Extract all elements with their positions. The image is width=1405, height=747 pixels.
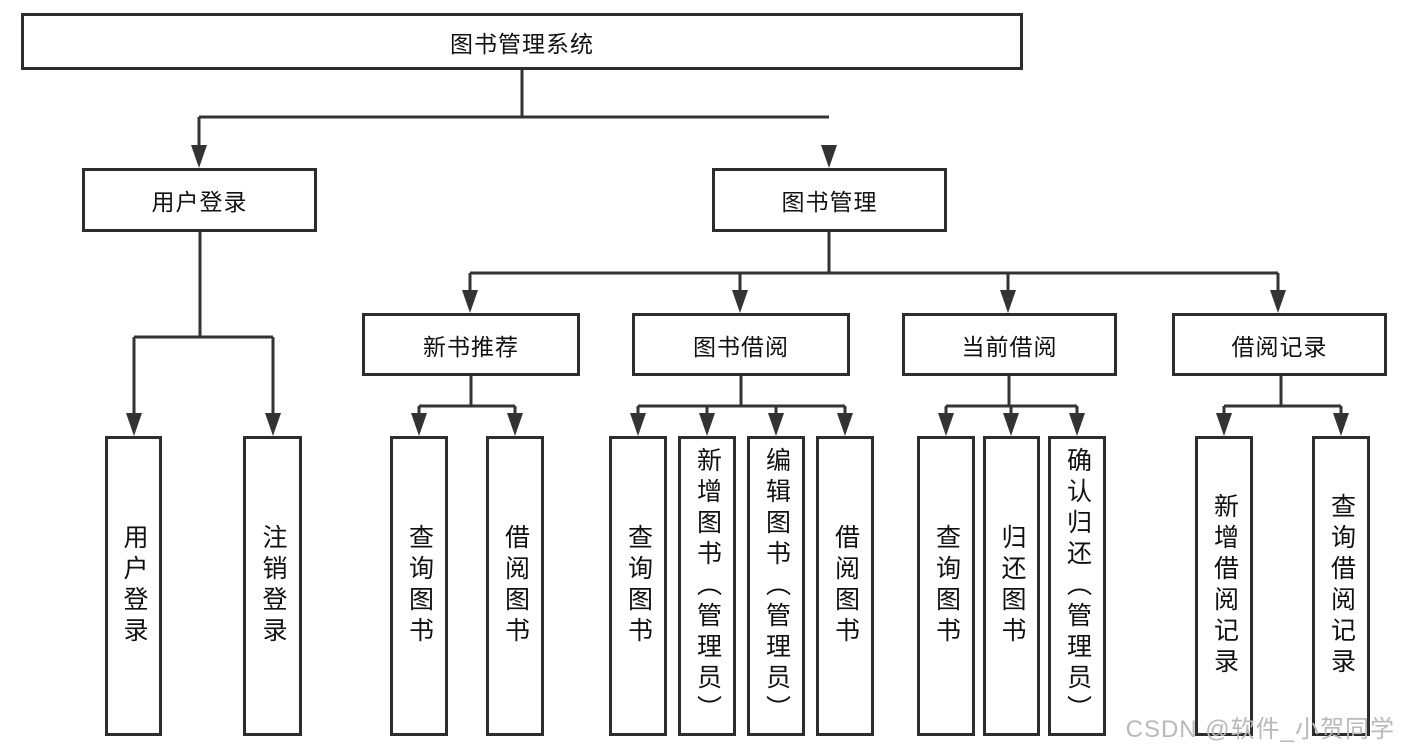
node-borrow-records-label: 借阅记录 xyxy=(1231,333,1328,360)
leaf-add-book-admin: 新增图书（管理员） xyxy=(678,436,736,736)
node-new-book-recommend: 新书推荐 xyxy=(362,313,580,376)
leaf-edit-book-admin: 编辑图书（管理员） xyxy=(747,436,805,736)
node-root-label: 图书管理系统 xyxy=(450,30,594,57)
node-book-management: 图书管理 xyxy=(712,168,947,232)
node-root: 图书管理系统 xyxy=(21,13,1023,70)
leaf-user-login: 用户登录 xyxy=(105,436,162,736)
node-user-login: 用户登录 xyxy=(82,168,317,232)
leaf-query-books-recommend: 查询图书 xyxy=(390,436,448,736)
node-book-management-label: 图书管理 xyxy=(781,189,878,215)
node-user-login-label: 用户登录 xyxy=(151,189,248,215)
leaf-add-borrow-record: 新增借阅记录 xyxy=(1195,436,1253,736)
leaf-confirm-return-admin: 确认归还（管理员） xyxy=(1048,436,1106,736)
node-borrow-records: 借阅记录 xyxy=(1172,313,1387,376)
csdn-watermark: CSDN @软件_小贺同学 xyxy=(1125,716,1395,743)
leaf-borrow-books-recommend: 借阅图书 xyxy=(486,436,544,736)
node-current-borrow-label: 当前借阅 xyxy=(961,333,1058,360)
leaf-return-book: 归还图书 xyxy=(983,436,1040,736)
leaf-query-books-borrow: 查询图书 xyxy=(609,436,667,736)
node-book-borrow: 图书借阅 xyxy=(632,313,850,376)
leaf-query-books-current: 查询图书 xyxy=(917,436,975,736)
node-new-book-recommend-label: 新书推荐 xyxy=(423,333,519,360)
leaf-borrow-books: 借阅图书 xyxy=(816,436,874,736)
leaf-logout: 注销登录 xyxy=(243,436,302,736)
leaf-query-borrow-record: 查询借阅记录 xyxy=(1312,436,1370,736)
node-current-borrow: 当前借阅 xyxy=(902,313,1117,376)
node-book-borrow-label: 图书借阅 xyxy=(693,333,789,360)
